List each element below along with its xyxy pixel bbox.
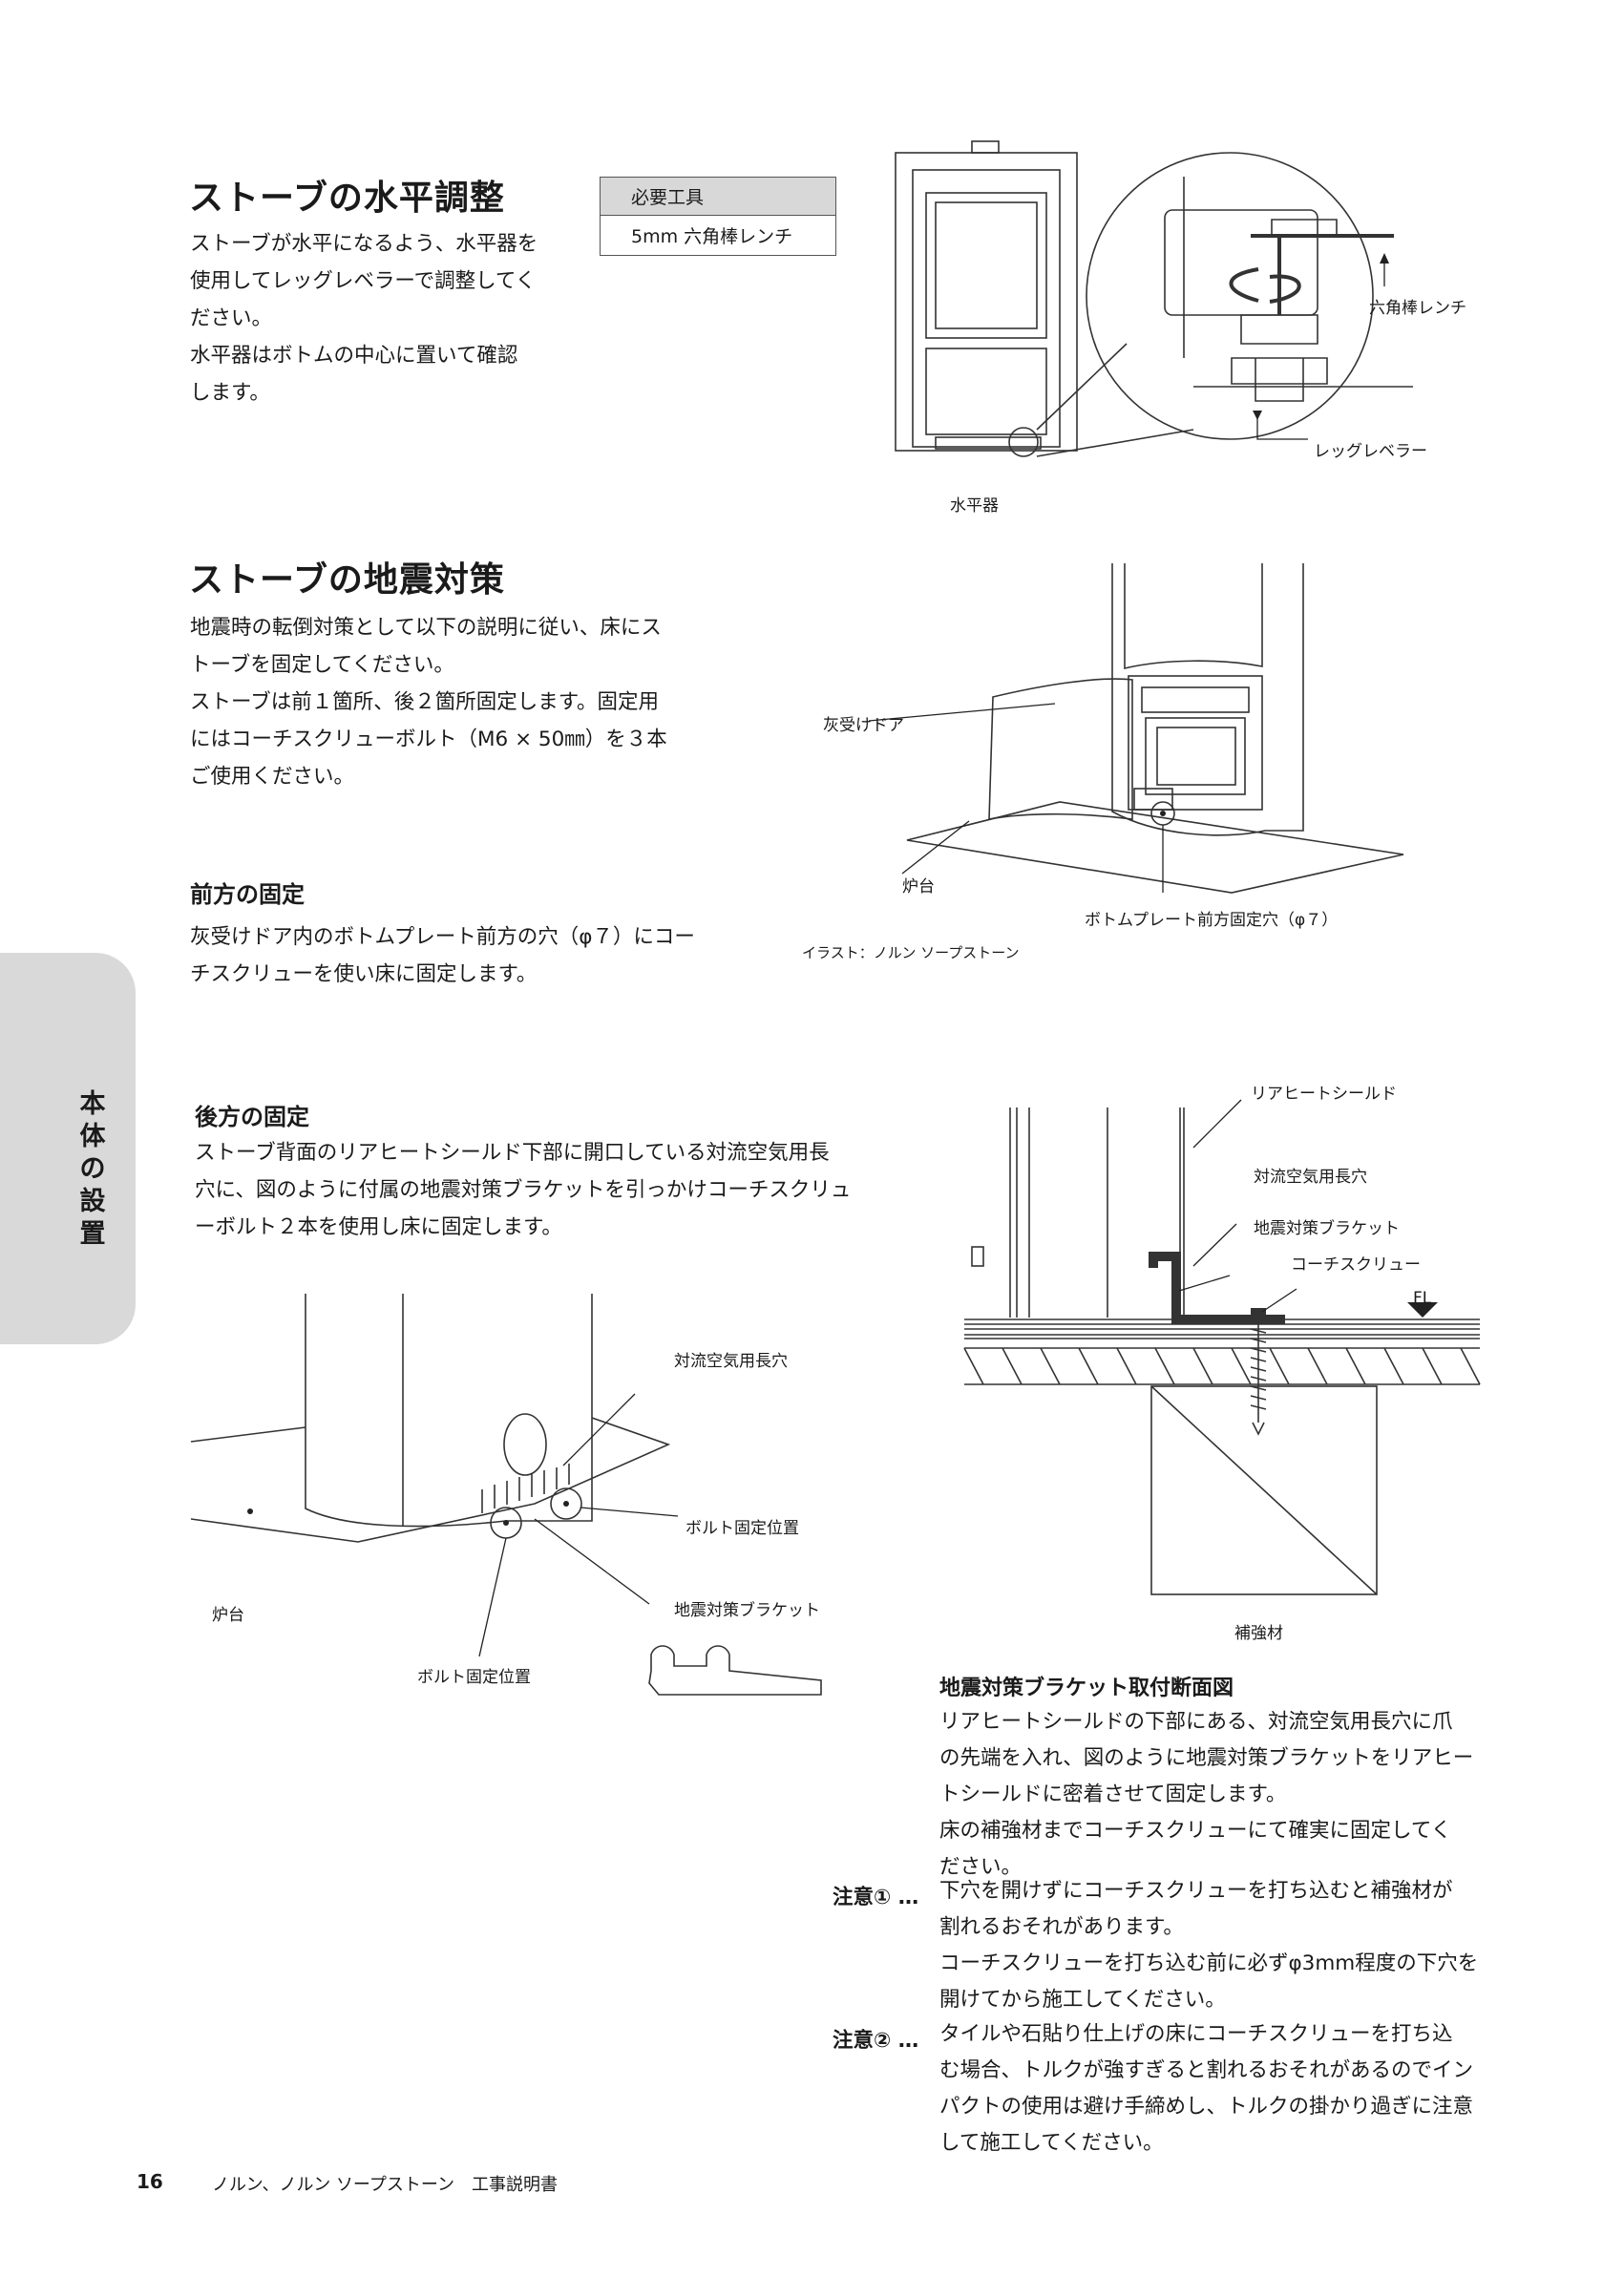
quake-title: ストーブの地震対策	[189, 560, 505, 600]
quake-body: 地震時の転倒対策として以下の説明に従い、床にス トーブを固定してください。 スト…	[190, 609, 667, 795]
section-title: 地震対策ブラケット取付断面図	[939, 1677, 1234, 1700]
section-line: の先端を入れ、図のように地震対策ブラケットをリアヒー	[939, 1746, 1474, 1770]
required-tools-item: 5mm 六角棒レンチ	[631, 226, 793, 247]
rear-line: 穴に、図のように付属の地震対策ブラケットを引っかけコーチスクリュ	[195, 1178, 852, 1202]
label-bracket: 地震対策ブラケット	[674, 1601, 820, 1620]
rear-illustration	[190, 1294, 822, 1696]
caution-line: タイルや石貼り仕上げの床にコーチスクリューを打ち込	[939, 2022, 1453, 2046]
page-number: 16	[137, 2170, 163, 2193]
label-hex-wrench: 六角棒レンチ	[1369, 299, 1466, 318]
caution-2-tag: 注意② …	[833, 2029, 919, 2053]
level-body: ストーブが水平になるよう、水平器を 使用してレッグレベラーで調整してく ださい。…	[190, 225, 538, 411]
label-air-slot: 対流空気用長穴	[674, 1352, 788, 1371]
label-spirit-level: 水平器	[950, 496, 999, 516]
section-line: リアヒートシールドの下部にある、対流空気用長穴に爪	[939, 1710, 1453, 1734]
caution-line: コーチスクリューを打ち込む前に必ずφ3mm程度の下穴を	[939, 1951, 1479, 1975]
label-section-bracket: 地震対策ブラケット	[1254, 1219, 1400, 1238]
label-coach-screw: コーチスクリュー	[1291, 1255, 1421, 1275]
level-line: 水平器はボトムの中心に置いて確認	[190, 344, 518, 368]
level-line: ださい。	[190, 306, 273, 330]
caution-1-tag: 注意① …	[833, 1886, 919, 1909]
rear-line: ーボルト２本を使用し床に固定します。	[195, 1215, 562, 1239]
label-fl: FL	[1413, 1289, 1432, 1308]
level-illustration	[895, 140, 1413, 457]
label-front-hole: ボトムプレート前方固定穴（φ７）	[1085, 911, 1339, 930]
label-rear-shield: リアヒートシールド	[1251, 1085, 1397, 1104]
caution-line: 割れるおそれがあります。	[939, 1915, 1184, 1939]
caution-1-text: 下穴を開けずにコーチスクリューを打ち込むと補強材が 割れるおそれがあります。 コ…	[939, 1873, 1478, 2018]
level-line: 使用してレッグレベラーで調整してく	[190, 269, 537, 293]
required-tools-header: 必要工具	[601, 178, 835, 216]
label-hearth: 炉台	[902, 877, 935, 896]
label-bolt-pos-right: ボルト固定位置	[685, 1519, 799, 1538]
caution-line: パクトの使用は避け手締めし、トルクの掛かり過ぎに注意	[939, 2095, 1474, 2119]
bracket-section-diagram	[963, 1099, 1481, 1595]
section-line: 床の補強材までコーチスクリューにて確実に固定してく	[939, 1819, 1452, 1843]
side-tab: 本体の設置	[0, 953, 136, 1344]
caution-line: して施工してください。	[939, 2131, 1164, 2155]
quake-line: トーブを固定してください。	[190, 653, 454, 677]
label-leg-leveler: レッグレベラー	[1314, 442, 1427, 461]
caution-2-text: タイルや石貼り仕上げの床にコーチスクリューを打ち込 む場合、トルクが強すぎると割…	[939, 2016, 1473, 2162]
front-title: 前方の固定	[190, 881, 305, 908]
footer-title: ノルン、ノルン ソープストーン 工事説明書	[212, 2175, 558, 2195]
level-line: します。	[190, 381, 270, 405]
rear-line: ストーブ背面のリアヒートシールド下部に開口している対流空気用長	[195, 1141, 830, 1165]
label-reinforcement: 補強材	[1234, 1624, 1283, 1643]
section-line: トシールドに密着させて固定します。	[939, 1782, 1287, 1806]
label-section-air-slot: 対流空気用長穴	[1254, 1168, 1367, 1187]
section-line: ださい。	[939, 1855, 1023, 1879]
caution-line: む場合、トルクが強すぎると割れるおそれがあるのでイン	[939, 2058, 1474, 2082]
front-line: チスクリューを使い床に固定します。	[190, 962, 538, 986]
side-tab-label: 本体の設置	[79, 1089, 106, 1249]
quake-line: ストーブは前１箇所、後２箇所固定します。固定用	[190, 690, 660, 714]
quake-line: ご使用ください。	[190, 765, 355, 789]
label-bolt-pos-left: ボルト固定位置	[417, 1668, 531, 1687]
rear-body: ストーブ背面のリアヒートシールド下部に開口している対流空気用長 穴に、図のように…	[195, 1134, 851, 1246]
illustration-credit: イラスト：ノルン ソープストーン	[802, 944, 1020, 961]
front-body: 灰受けドア内のボトムプレート前方の穴（φ７）にコー チスクリューを使い床に固定し…	[190, 918, 695, 993]
rear-title: 後方の固定	[195, 1104, 309, 1130]
label-hearth-rear: 炉台	[212, 1606, 244, 1625]
caution-line: 開けてから施工してください。	[939, 1988, 1226, 2012]
level-title: ストーブの水平調整	[189, 179, 505, 218]
caution-line: 下穴を開けずにコーチスクリューを打ち込むと補強材が	[939, 1879, 1453, 1903]
quake-line: にはコーチスクリューボルト（M6 × 50㎜）を３本	[190, 728, 667, 751]
level-line: ストーブが水平になるよう、水平器を	[190, 232, 538, 256]
required-tools-box: 必要工具 5mm 六角棒レンチ	[600, 177, 836, 256]
label-ash-door: 灰受けドア	[823, 716, 904, 735]
front-line: 灰受けドア内のボトムプレート前方の穴（φ７）にコー	[190, 925, 695, 949]
section-body: リアヒートシールドの下部にある、対流空気用長穴に爪 の先端を入れ、図のように地震…	[939, 1704, 1473, 1886]
quake-line: 地震時の転倒対策として以下の説明に従い、床にス	[190, 616, 662, 640]
ash-door-illustration	[868, 563, 1404, 894]
